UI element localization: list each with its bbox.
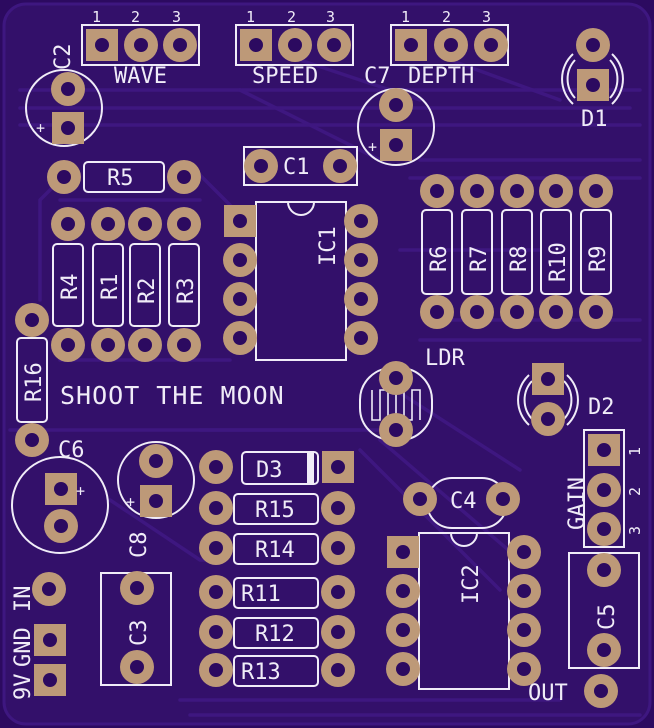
capacitor-c1: C1: [243, 146, 358, 186]
r14-label: R14: [255, 538, 295, 563]
ic2-chip: IC2: [386, 532, 541, 690]
d3-label: D3: [256, 458, 283, 483]
svg-text:3: 3: [326, 8, 335, 26]
svg-text:+: +: [36, 119, 45, 137]
resistor-r4: R4: [51, 207, 85, 362]
resistor-r6: R6: [420, 174, 454, 329]
svg-text:1: 1: [401, 8, 410, 26]
led-d1: D1: [561, 28, 624, 132]
diode-d3: D3: [199, 450, 354, 485]
resistor-r10: R10: [539, 174, 573, 329]
ic2-label: IC2: [459, 564, 484, 604]
r2-label: R2: [135, 278, 160, 305]
capacitor-c4: C4: [403, 477, 520, 529]
wave-label: WAVE: [114, 64, 167, 89]
r13-label: R13: [241, 660, 281, 685]
svg-text:3: 3: [626, 526, 644, 535]
r7-label: R7: [467, 246, 492, 273]
resistor-r1: R1: [91, 207, 125, 362]
r12-label: R12: [255, 622, 295, 647]
c2-label: C2: [51, 44, 76, 71]
svg-text:2: 2: [626, 487, 644, 496]
ic1-chip: IC1: [223, 201, 378, 361]
ldr-sensor: LDR: [359, 346, 465, 447]
gnd-label: GND: [11, 627, 36, 667]
r4-label: R4: [58, 274, 83, 301]
resistor-r16: R16: [15, 303, 49, 457]
resistor-r7: R7: [460, 174, 494, 329]
svg-text:3: 3: [172, 8, 181, 26]
d2-label: D2: [588, 395, 615, 420]
resistor-r13: R13: [199, 653, 355, 687]
resistor-r2: R2: [128, 207, 162, 362]
d1-label: D1: [581, 107, 608, 132]
svg-text:2: 2: [442, 8, 451, 26]
board-title: SHOOT THE MOON: [60, 381, 285, 410]
resistor-r14: R14: [199, 531, 355, 565]
r16-label: R16: [22, 362, 47, 402]
resistor-r3: R3: [167, 207, 201, 362]
r8-label: R8: [507, 246, 532, 273]
capacitor-c5: C5: [568, 552, 640, 669]
c8-label: C8: [127, 532, 152, 559]
r5-label: R5: [107, 166, 134, 191]
header-speed: 1 2 3 SPEED: [235, 8, 354, 89]
svg-text:3: 3: [482, 8, 491, 26]
capacitor-c3: C3: [100, 571, 172, 686]
in-label: IN: [11, 586, 36, 613]
resistor-r12: R12: [199, 615, 355, 649]
depth-label: DEPTH: [408, 64, 474, 89]
svg-text:2: 2: [131, 8, 140, 26]
speed-label: SPEED: [252, 64, 318, 89]
svg-text:+: +: [368, 138, 377, 156]
r9-label: R9: [586, 246, 611, 273]
resistor-r5: R5: [47, 160, 201, 194]
ic1-label: IC1: [316, 226, 341, 266]
svg-text:1: 1: [92, 8, 101, 26]
resistor-r8: R8: [500, 174, 534, 329]
capacitor-c8: + C8: [117, 441, 195, 559]
resistor-r11: R11: [199, 575, 355, 609]
c7-label: C7: [364, 64, 391, 89]
r1-label: R1: [98, 274, 123, 301]
resistor-r9: R9: [579, 174, 613, 329]
output-jack-pad: OUT: [528, 674, 618, 708]
header-depth: 1 2 3 DEPTH: [390, 8, 509, 89]
r3-label: R3: [174, 278, 199, 305]
r6-label: R6: [427, 246, 452, 273]
ldr-label: LDR: [425, 346, 465, 371]
c1-label: C1: [283, 155, 310, 180]
svg-text:1: 1: [246, 8, 255, 26]
c5-label: C5: [595, 604, 620, 631]
c4-label: C4: [450, 489, 477, 514]
out-label: OUT: [528, 681, 568, 706]
gain-label: GAIN: [565, 477, 590, 530]
header-gain: 1 2 3 GAIN: [565, 429, 644, 548]
r10-label: R10: [546, 242, 571, 282]
power-input-pads: IN GND 9V: [11, 572, 66, 700]
capacitor-c2: + C2: [25, 44, 103, 147]
r15-label: R15: [255, 498, 295, 523]
capacitor-c7: + C7: [357, 64, 435, 166]
svg-text:+: +: [126, 493, 135, 511]
svg-text:+: +: [76, 482, 85, 500]
resistor-r15: R15: [199, 491, 355, 525]
svg-text:1: 1: [626, 447, 644, 456]
led-d2: D2: [517, 363, 615, 436]
capacitor-c6: C6 +: [11, 438, 109, 554]
header-wave: 1 2 3 WAVE: [81, 8, 200, 89]
svg-text:2: 2: [287, 8, 296, 26]
c3-label: C3: [127, 620, 152, 647]
9v-label: 9V: [11, 674, 36, 701]
r11-label: R11: [241, 582, 281, 607]
